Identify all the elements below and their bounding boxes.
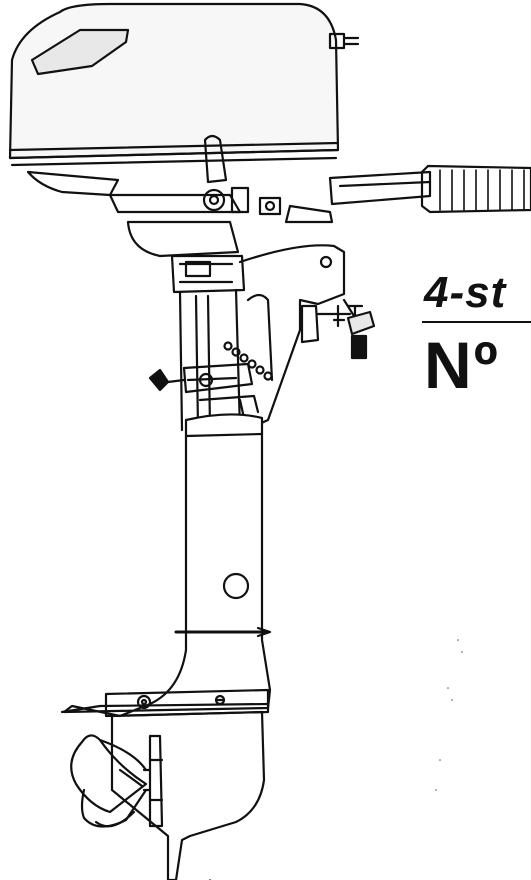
model-number-label: Nº (424, 328, 500, 402)
swivel-lock (148, 362, 260, 420)
tiller-handle (284, 164, 531, 224)
scan-specks (209, 639, 463, 880)
clamp-bracket (223, 244, 376, 432)
engine-type-headline: 4-st (424, 268, 507, 317)
engine-cowling (8, 2, 360, 216)
title-underline (422, 321, 531, 323)
gearcase-propeller (70, 710, 266, 880)
drive-shaft-housing (60, 413, 272, 718)
